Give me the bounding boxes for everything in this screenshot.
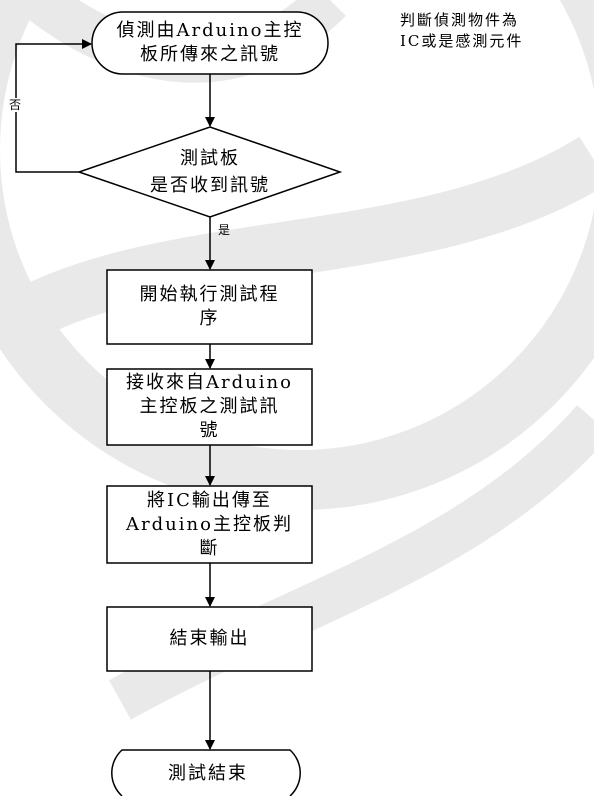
decision-label: 測試板 是否收到訊號 [150,148,270,196]
end-output-process [106,606,313,672]
end-test-label: 測試結束 [168,763,248,784]
end-test-terminator [111,749,301,796]
end-output-label: 結束輸出 [169,628,250,649]
edge-label-no: 否 [9,98,22,112]
output-ic-process [106,485,313,564]
edge-label-yes: 是 [218,223,231,237]
watermark-logo [0,0,594,720]
receive-signal-label: 接收來自Arduino 主控板之測試訊 號 [126,372,293,441]
receive-signal-process [106,368,313,446]
start-test-label: 開始執行測試程 序 [139,284,280,329]
detect-signal-label: 偵測由Arduino主控 板所傳來之訊號 [116,20,304,65]
output-ic-label: 將IC輸出傳至 Arduino主控板判 斷 [126,489,293,559]
arrow-no-loop [15,39,92,173]
side-annotation: 判斷偵測物件為 IC或是感測元件 [400,11,524,50]
